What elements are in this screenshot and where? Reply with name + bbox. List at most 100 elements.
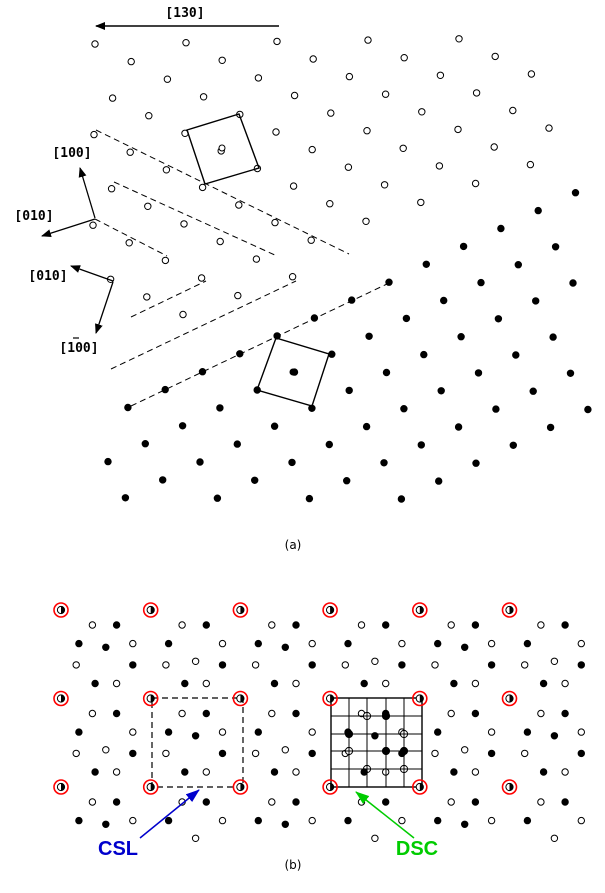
dsc-pointer-arrow (355, 791, 415, 839)
filled-atom (420, 350, 428, 359)
open-atom (487, 728, 496, 736)
open-atom (179, 310, 187, 319)
open-atom (364, 36, 372, 44)
coincidence-atom-half (330, 694, 334, 703)
filled-atom (75, 816, 83, 825)
filled-atom (561, 621, 569, 629)
filled-atom (440, 296, 448, 305)
direction-arrow-lower-a (70, 265, 114, 282)
open-atom (309, 55, 317, 63)
direction-arrow-upper-b (41, 218, 96, 238)
coincidence-ring (53, 602, 69, 618)
open-atom (127, 57, 135, 66)
open-atom (308, 728, 316, 736)
open-atom (521, 661, 529, 669)
filled-atom (561, 709, 569, 718)
open-atom (254, 74, 263, 82)
filled-atom (308, 749, 316, 758)
open-atom (182, 39, 190, 47)
filled-atom (382, 368, 391, 377)
coincidence-ring (501, 779, 518, 795)
open-atom (72, 661, 80, 669)
filled-atom (514, 261, 522, 269)
open-atom (418, 108, 426, 116)
unit-cell-lower (256, 337, 330, 407)
filled-atom (213, 494, 222, 502)
filled-atom (551, 243, 560, 251)
open-atom (272, 128, 280, 136)
coincidence-atom-half (509, 783, 514, 791)
open-atom (487, 816, 496, 825)
caption-a: (a) (285, 538, 302, 552)
unit-cell-upper (186, 113, 260, 185)
filled-atom (457, 333, 465, 341)
open-atom (308, 639, 316, 648)
open-atom (491, 52, 499, 61)
open-atom (537, 621, 545, 629)
open-atom (447, 709, 455, 718)
coincidence-ring (232, 779, 249, 795)
open-atom (509, 106, 517, 115)
open-atom (400, 54, 408, 62)
open-atom (178, 621, 186, 629)
filled-atom (454, 423, 463, 431)
coincidence-ring (142, 602, 159, 618)
filled-atom (164, 639, 173, 648)
filled-atom (569, 279, 577, 287)
filled-atom (198, 368, 207, 376)
lattice-1-open-atoms (72, 621, 585, 842)
coincidence-ring (501, 690, 518, 707)
filled-atom (75, 728, 83, 736)
coincidence-atom-half (509, 694, 514, 703)
cell-center-atom (289, 368, 297, 376)
coincidence-ring (322, 690, 338, 707)
open-atom (344, 163, 353, 171)
csl-cell (151, 697, 244, 788)
filled-atom (487, 749, 496, 758)
open-atom (234, 291, 242, 300)
coincidence-ring (322, 602, 338, 618)
open-atom (202, 768, 211, 776)
open-atom (471, 679, 480, 688)
open-atom (577, 728, 585, 736)
filled-atom (112, 798, 121, 806)
open-atom (191, 657, 200, 665)
filled-atom (382, 798, 390, 806)
filled-atom (181, 768, 189, 776)
filled-atom (270, 768, 279, 776)
open-atom (550, 657, 559, 665)
coincidence-atom-half (419, 694, 424, 703)
open-atom (362, 217, 370, 226)
open-atom (447, 798, 455, 806)
open-atom (251, 749, 260, 758)
filled-atom (539, 679, 548, 688)
open-atom (308, 145, 316, 154)
direction-label-130: [130] (165, 6, 204, 21)
filled-atom (477, 278, 485, 287)
open-atom (363, 127, 371, 135)
direction-arrow-upper-a (78, 167, 96, 219)
open-atom (162, 749, 170, 758)
grain-2-filled-atoms (104, 189, 592, 503)
panel-b-csl-dsc: CSL DSC (b) (53, 602, 585, 872)
filled-atom (472, 459, 480, 467)
filled-atom (251, 476, 259, 484)
open-atom (198, 183, 207, 192)
filled-atom (129, 661, 137, 669)
coincidence-ring (501, 602, 518, 618)
open-atom (341, 661, 349, 669)
filled-atom (577, 661, 585, 669)
open-atom (487, 639, 496, 648)
filled-atom (91, 768, 99, 776)
open-atom (126, 148, 134, 156)
open-atom (577, 639, 585, 648)
filled-atom (360, 679, 368, 688)
filled-atom (461, 643, 469, 651)
coincidence-atom-half (419, 606, 424, 614)
filled-atom (459, 242, 468, 251)
filled-atom (270, 422, 279, 430)
panel-a-lattice: [130] [100] [010] [010] [100] (a) (14, 6, 592, 552)
filled-atom (365, 332, 373, 340)
filled-atom (494, 315, 503, 323)
filled-atom (141, 440, 150, 448)
